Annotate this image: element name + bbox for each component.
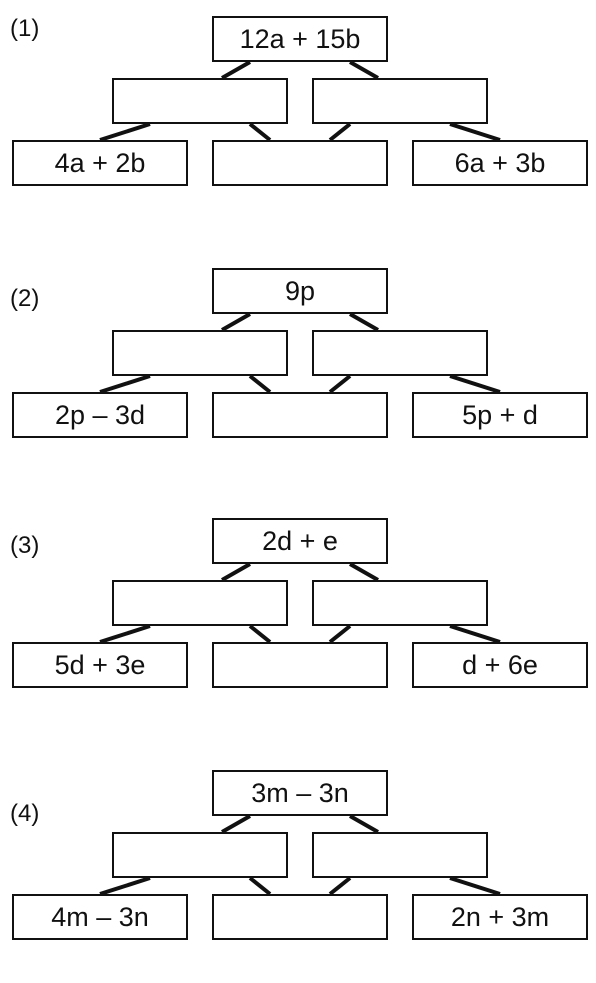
top-brick: 12a + 15b xyxy=(212,16,388,62)
connector-lines xyxy=(99,562,501,644)
bottom-middle-brick[interactable] xyxy=(212,642,388,688)
top-brick: 2d + e xyxy=(212,518,388,564)
connector-lines xyxy=(99,60,501,142)
pyramid-2: 9p 2p – 3d 5p + d xyxy=(0,268,596,468)
middle-left-brick[interactable] xyxy=(112,330,288,376)
pyramid-3: 2d + e 5d + 3e d + 6e xyxy=(0,518,596,718)
problem-label: (1) xyxy=(10,15,40,42)
bottom-right-brick: 6a + 3b xyxy=(412,140,588,186)
middle-left-brick[interactable] xyxy=(112,580,288,626)
connector-lines xyxy=(99,814,501,896)
bottom-middle-brick[interactable] xyxy=(212,392,388,438)
top-brick: 3m – 3n xyxy=(212,770,388,816)
pyramid-1: 12a + 15b 4a + 2b 6a + 3b xyxy=(0,16,596,216)
middle-right-brick[interactable] xyxy=(312,78,488,124)
problem-label: (2) xyxy=(10,285,40,312)
bottom-left-brick: 2p – 3d xyxy=(12,392,188,438)
top-brick: 9p xyxy=(212,268,388,314)
bottom-right-brick: d + 6e xyxy=(412,642,588,688)
middle-right-brick[interactable] xyxy=(312,832,488,878)
bottom-right-brick: 5p + d xyxy=(412,392,588,438)
bottom-right-brick: 2n + 3m xyxy=(412,894,588,940)
pyramid-4: 3m – 3n 4m – 3n 2n + 3m xyxy=(0,770,596,970)
problem-label: (3) xyxy=(10,532,40,559)
bottom-middle-brick[interactable] xyxy=(212,894,388,940)
bottom-left-brick: 5d + 3e xyxy=(12,642,188,688)
middle-right-brick[interactable] xyxy=(312,330,488,376)
bottom-left-brick: 4m – 3n xyxy=(12,894,188,940)
bottom-left-brick: 4a + 2b xyxy=(12,140,188,186)
bottom-middle-brick[interactable] xyxy=(212,140,388,186)
middle-right-brick[interactable] xyxy=(312,580,488,626)
middle-left-brick[interactable] xyxy=(112,832,288,878)
problem-label: (4) xyxy=(10,800,40,827)
middle-left-brick[interactable] xyxy=(112,78,288,124)
connector-lines xyxy=(99,312,501,394)
